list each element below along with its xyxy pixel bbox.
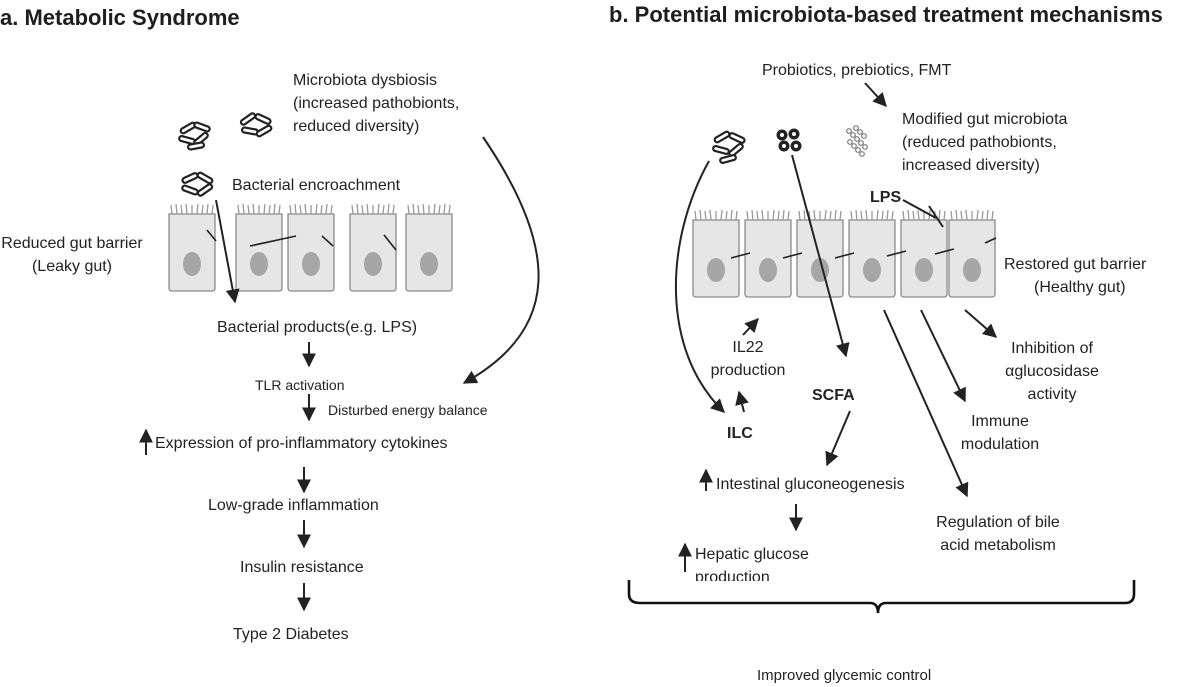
bacteria-cluster-b1 [711,129,747,165]
gluconeogenesis-label: Intestinal gluconeogenesis [716,476,905,493]
curly-brace [627,580,1136,614]
bacteria-cluster-a2 [238,111,274,139]
panel-a-title: a. Metabolic Syndrome [0,5,240,30]
dysbiosis-label-line3: reduced diversity) [293,118,420,135]
modified-label-line1: Modified gut microbiota [902,111,1068,128]
inhibition-label-line2: αglucosidase [1005,363,1099,380]
dysbiosis-label-line1: Microbiota dysbiosis [293,72,438,89]
bacteria-cluster-a3 [180,170,215,198]
panel-b-arrows [675,82,998,572]
epithelium-leaky [168,203,453,292]
dysbiosis-label-line2: (increased pathobionts, [293,95,460,112]
cytokines-label: Expression of pro-inflammatory cytokines [155,435,448,452]
panel-b-title: b. Potential microbiota-based treatment … [609,2,1163,27]
bacteria-cocci-b2 [776,128,802,152]
gut-barrier-label-line2: (Leaky gut) [31,258,113,275]
insulin-label: Insulin resistance [240,559,364,576]
il22-label-line2: production [710,362,786,379]
bile-label-line2: acid metabolism [940,537,1056,554]
hepatic-label-line1: Hepatic glucose [695,546,809,563]
lps-label: LPS [870,189,902,206]
energy-label: Disturbed energy balance [328,402,488,418]
encroachment-label: Bacterial encroachment [232,177,401,194]
epithelium-healthy [692,209,997,298]
restored-label-line2: (Healthy gut) [1034,279,1126,296]
improved-glycemic-label: Improved glycemic control [757,667,932,684]
scfa-label: SCFA [812,387,855,404]
gut-barrier-label-line1: Reduced gut barrier [1,235,143,252]
inflammation-label: Low-grade inflammation [208,497,379,514]
ilc-label: ILC [727,425,753,442]
hepatic-label-clip: Hepatic glucose production [695,543,855,581]
diabetes-label: Type 2 Diabetes [233,626,349,643]
treatments-label: Probiotics, prebiotics, FMT [762,62,952,79]
inhibition-label-line3: activity [1027,386,1077,403]
inhibition-label-line1: Inhibition of [1011,340,1093,357]
immune-label-line2: modulation [960,436,1040,453]
immune-label-line1: Immune [971,413,1029,430]
bacteria-cluster-a1 [177,120,212,151]
restored-label-line1: Restored gut barrier [1004,256,1147,273]
modified-label-line2: (reduced pathobionts, [902,134,1057,151]
panel-a-arrows [139,136,540,612]
il22-label-line1: IL22 [732,339,764,356]
bacteria-chains-b3 [846,125,868,157]
tlr-label: TLR activation [255,377,345,393]
modified-label-line3: increased diversity) [902,157,1040,174]
hepatic-label-line2: production [695,569,770,581]
bile-label-line1: Regulation of bile [936,514,1060,531]
bacterial-products-label: Bacterial products(e.g. LPS) [217,319,418,336]
